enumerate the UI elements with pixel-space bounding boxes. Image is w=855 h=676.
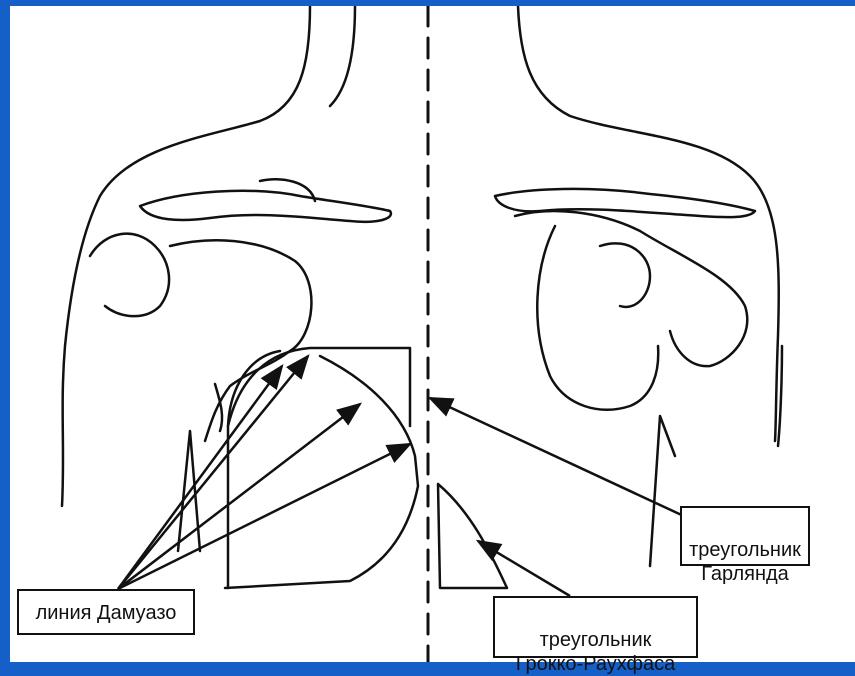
grocco-rauchfuss-triangle-text: треугольник Грокко-Раухфаса [516,629,676,675]
garland-triangle-label: треугольник Гарлянда [680,506,810,566]
grocco-rauchfuss-triangle-shape [438,484,507,588]
diagram-canvas: линия Дамуазо треугольник Гарлянда треуг… [10,6,855,662]
garland-arrow [430,398,688,518]
right-lower-line [778,346,782,446]
garland-triangle-text: треугольник Гарлянда [689,539,801,585]
right-humeral-head [600,243,650,307]
damoiseau-arrow-2 [118,356,308,589]
damoiseau-curve [225,356,418,588]
grocco-rauchfuss-triangle-label: треугольник Грокко-Раухфаса [493,596,698,658]
left-effusion-outline [228,348,410,588]
left-clavicle [140,191,391,222]
left-scapula [170,240,311,441]
damoiseau-arrow-4 [118,444,410,589]
left-neck-outline [62,6,310,506]
damoiseau-arrow-1 [118,366,282,589]
left-humeral-head [90,234,169,316]
right-rib-spike [650,416,675,566]
damoiseau-arrow-3 [118,404,360,589]
left-inner-neck [330,6,355,106]
damoiseau-line-label: линия Дамуазо [17,589,195,635]
right-neck-outline [518,6,779,441]
damoiseau-line-text: линия Дамуазо [36,602,177,624]
